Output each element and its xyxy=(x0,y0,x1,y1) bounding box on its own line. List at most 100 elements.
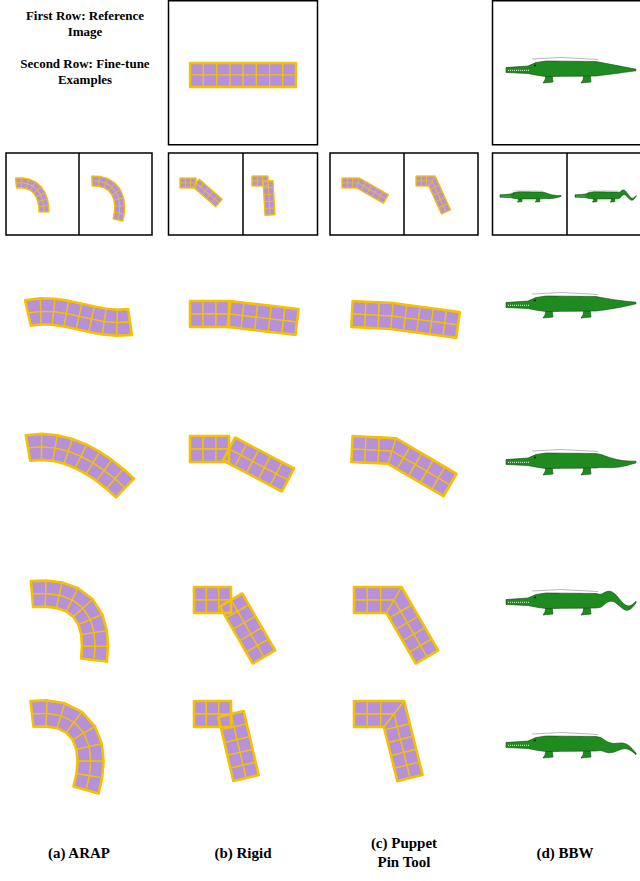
crocodile xyxy=(500,190,561,202)
grid-cell xyxy=(190,436,203,449)
grid-cell xyxy=(354,600,367,613)
grid-cell xyxy=(40,298,55,311)
handle-line xyxy=(532,58,598,60)
grid-outline xyxy=(227,301,298,335)
grid-cell xyxy=(365,437,379,451)
grid-cell xyxy=(190,63,203,75)
grid-cell xyxy=(219,701,231,714)
label-text: (c) Puppet Pin Tool xyxy=(359,834,449,872)
frame-divider xyxy=(78,153,80,235)
grid-bar xyxy=(194,701,259,781)
grid-bar xyxy=(190,301,299,335)
crocodile-body xyxy=(506,61,636,77)
finetune-frame xyxy=(169,153,318,235)
grid-cell xyxy=(263,176,268,181)
grid-cell xyxy=(367,714,380,727)
grid-cell xyxy=(206,587,218,600)
grid-outline xyxy=(342,178,388,203)
column-caption: (d) BBW xyxy=(492,830,638,876)
grid-cell xyxy=(203,301,216,314)
grid-bar xyxy=(252,176,275,215)
grid-outline xyxy=(223,437,294,491)
grid-outline xyxy=(351,301,459,338)
grid-cell xyxy=(190,449,203,462)
crocodile-body xyxy=(500,192,561,199)
frame-divider xyxy=(566,153,568,235)
crocodile-body xyxy=(506,591,636,610)
label-text: (a) ARAP xyxy=(48,844,110,863)
crocodile-body xyxy=(506,296,636,312)
grid-cell xyxy=(203,449,216,462)
grid-outline xyxy=(351,436,456,496)
grid-cell xyxy=(216,301,229,314)
grid-cell xyxy=(347,178,352,183)
grid-outline xyxy=(263,181,275,216)
grid-outline xyxy=(15,178,49,212)
grid-cell xyxy=(354,714,367,727)
grid-cell xyxy=(367,600,380,613)
grid-cell xyxy=(203,314,216,327)
reference-frame xyxy=(493,1,640,145)
crocodile-eye xyxy=(534,299,536,301)
grid-bar xyxy=(351,436,456,496)
grid-cell xyxy=(190,301,203,314)
crocodile-teeth xyxy=(501,196,511,197)
grid-cell xyxy=(365,302,379,316)
crocodile xyxy=(506,733,636,759)
grid-outline xyxy=(416,176,451,214)
handle-line xyxy=(532,450,598,452)
handle-line xyxy=(532,293,598,295)
grid-cell xyxy=(347,183,352,188)
grid-cell xyxy=(194,701,206,714)
crocodile-teeth xyxy=(508,305,530,306)
label-text: (d) BBW xyxy=(536,844,593,863)
grid-outline xyxy=(31,581,108,662)
grid-bar xyxy=(25,298,132,335)
grid-cell xyxy=(342,183,347,188)
finetune-frame xyxy=(493,153,640,235)
grid-cell xyxy=(194,600,206,613)
crocodile-eye xyxy=(534,456,536,458)
grid-bar xyxy=(354,701,423,781)
grid-cell xyxy=(283,75,296,87)
label-text: First Row: Reference Image xyxy=(25,8,145,41)
grid-cell xyxy=(206,701,218,714)
grid-bar xyxy=(190,436,294,492)
grid-cell xyxy=(421,181,426,186)
label-text: Second Row: Fine-tune Examples xyxy=(20,56,150,89)
grid-cell xyxy=(256,75,269,87)
grid-cell xyxy=(367,701,380,714)
reference-frame xyxy=(169,1,318,145)
grid-bar xyxy=(15,178,49,212)
crocodile xyxy=(506,293,636,319)
grid-cell xyxy=(351,314,365,328)
crocodile-body xyxy=(506,736,636,755)
crocodile-body xyxy=(506,453,636,469)
crocodile-teeth xyxy=(508,745,530,746)
grid-cell xyxy=(270,75,283,87)
grid-bar xyxy=(351,301,459,338)
grid-cell xyxy=(31,581,46,594)
handle-line xyxy=(587,190,618,192)
grid-cell xyxy=(230,63,243,75)
grid-bar xyxy=(180,178,222,207)
row-legend-text: Second Row: Fine-tune Examples xyxy=(10,52,160,92)
grid-cell xyxy=(230,75,243,87)
grid-cell xyxy=(206,600,218,613)
grid-cell xyxy=(257,181,262,186)
handle-line xyxy=(512,190,543,192)
grid-cell xyxy=(342,178,347,183)
grid-cell xyxy=(351,449,365,463)
column-caption: (b) Rigid xyxy=(168,830,318,876)
frame-divider xyxy=(403,153,405,235)
grid-outline xyxy=(218,711,258,781)
grid-cell xyxy=(378,315,392,329)
grid-cell xyxy=(216,436,229,449)
finetune-frame xyxy=(330,153,478,235)
grid-bar xyxy=(26,434,134,498)
grid-bar xyxy=(416,176,451,214)
handle-line xyxy=(532,733,598,735)
grid-cell xyxy=(185,178,190,183)
grid-cell xyxy=(252,181,257,186)
crocodile-eye xyxy=(534,64,536,66)
